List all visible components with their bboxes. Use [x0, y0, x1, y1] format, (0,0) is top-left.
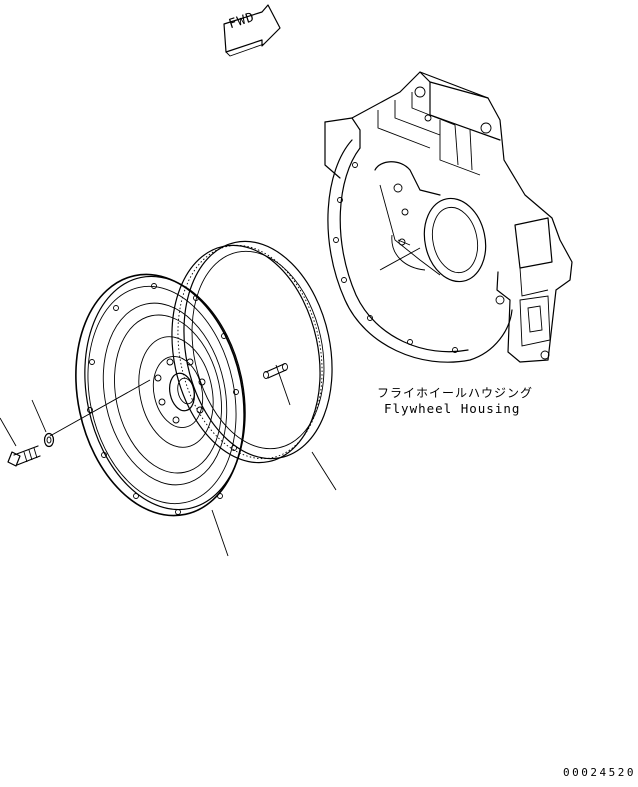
- bolt: [7, 445, 41, 467]
- housing-label-english: Flywheel Housing: [384, 401, 521, 416]
- housing-label-japanese: フライホイールハウジング: [377, 386, 534, 400]
- dowel-pin: [263, 363, 288, 379]
- washer: [43, 432, 55, 448]
- fwd-arrow-icon: [223, 4, 281, 57]
- reference-code: 00024520: [563, 766, 636, 779]
- ring-gear: [171, 240, 333, 464]
- flywheel: [75, 273, 246, 517]
- leader-lines: [0, 247, 421, 557]
- flywheel-housing: [324, 71, 573, 363]
